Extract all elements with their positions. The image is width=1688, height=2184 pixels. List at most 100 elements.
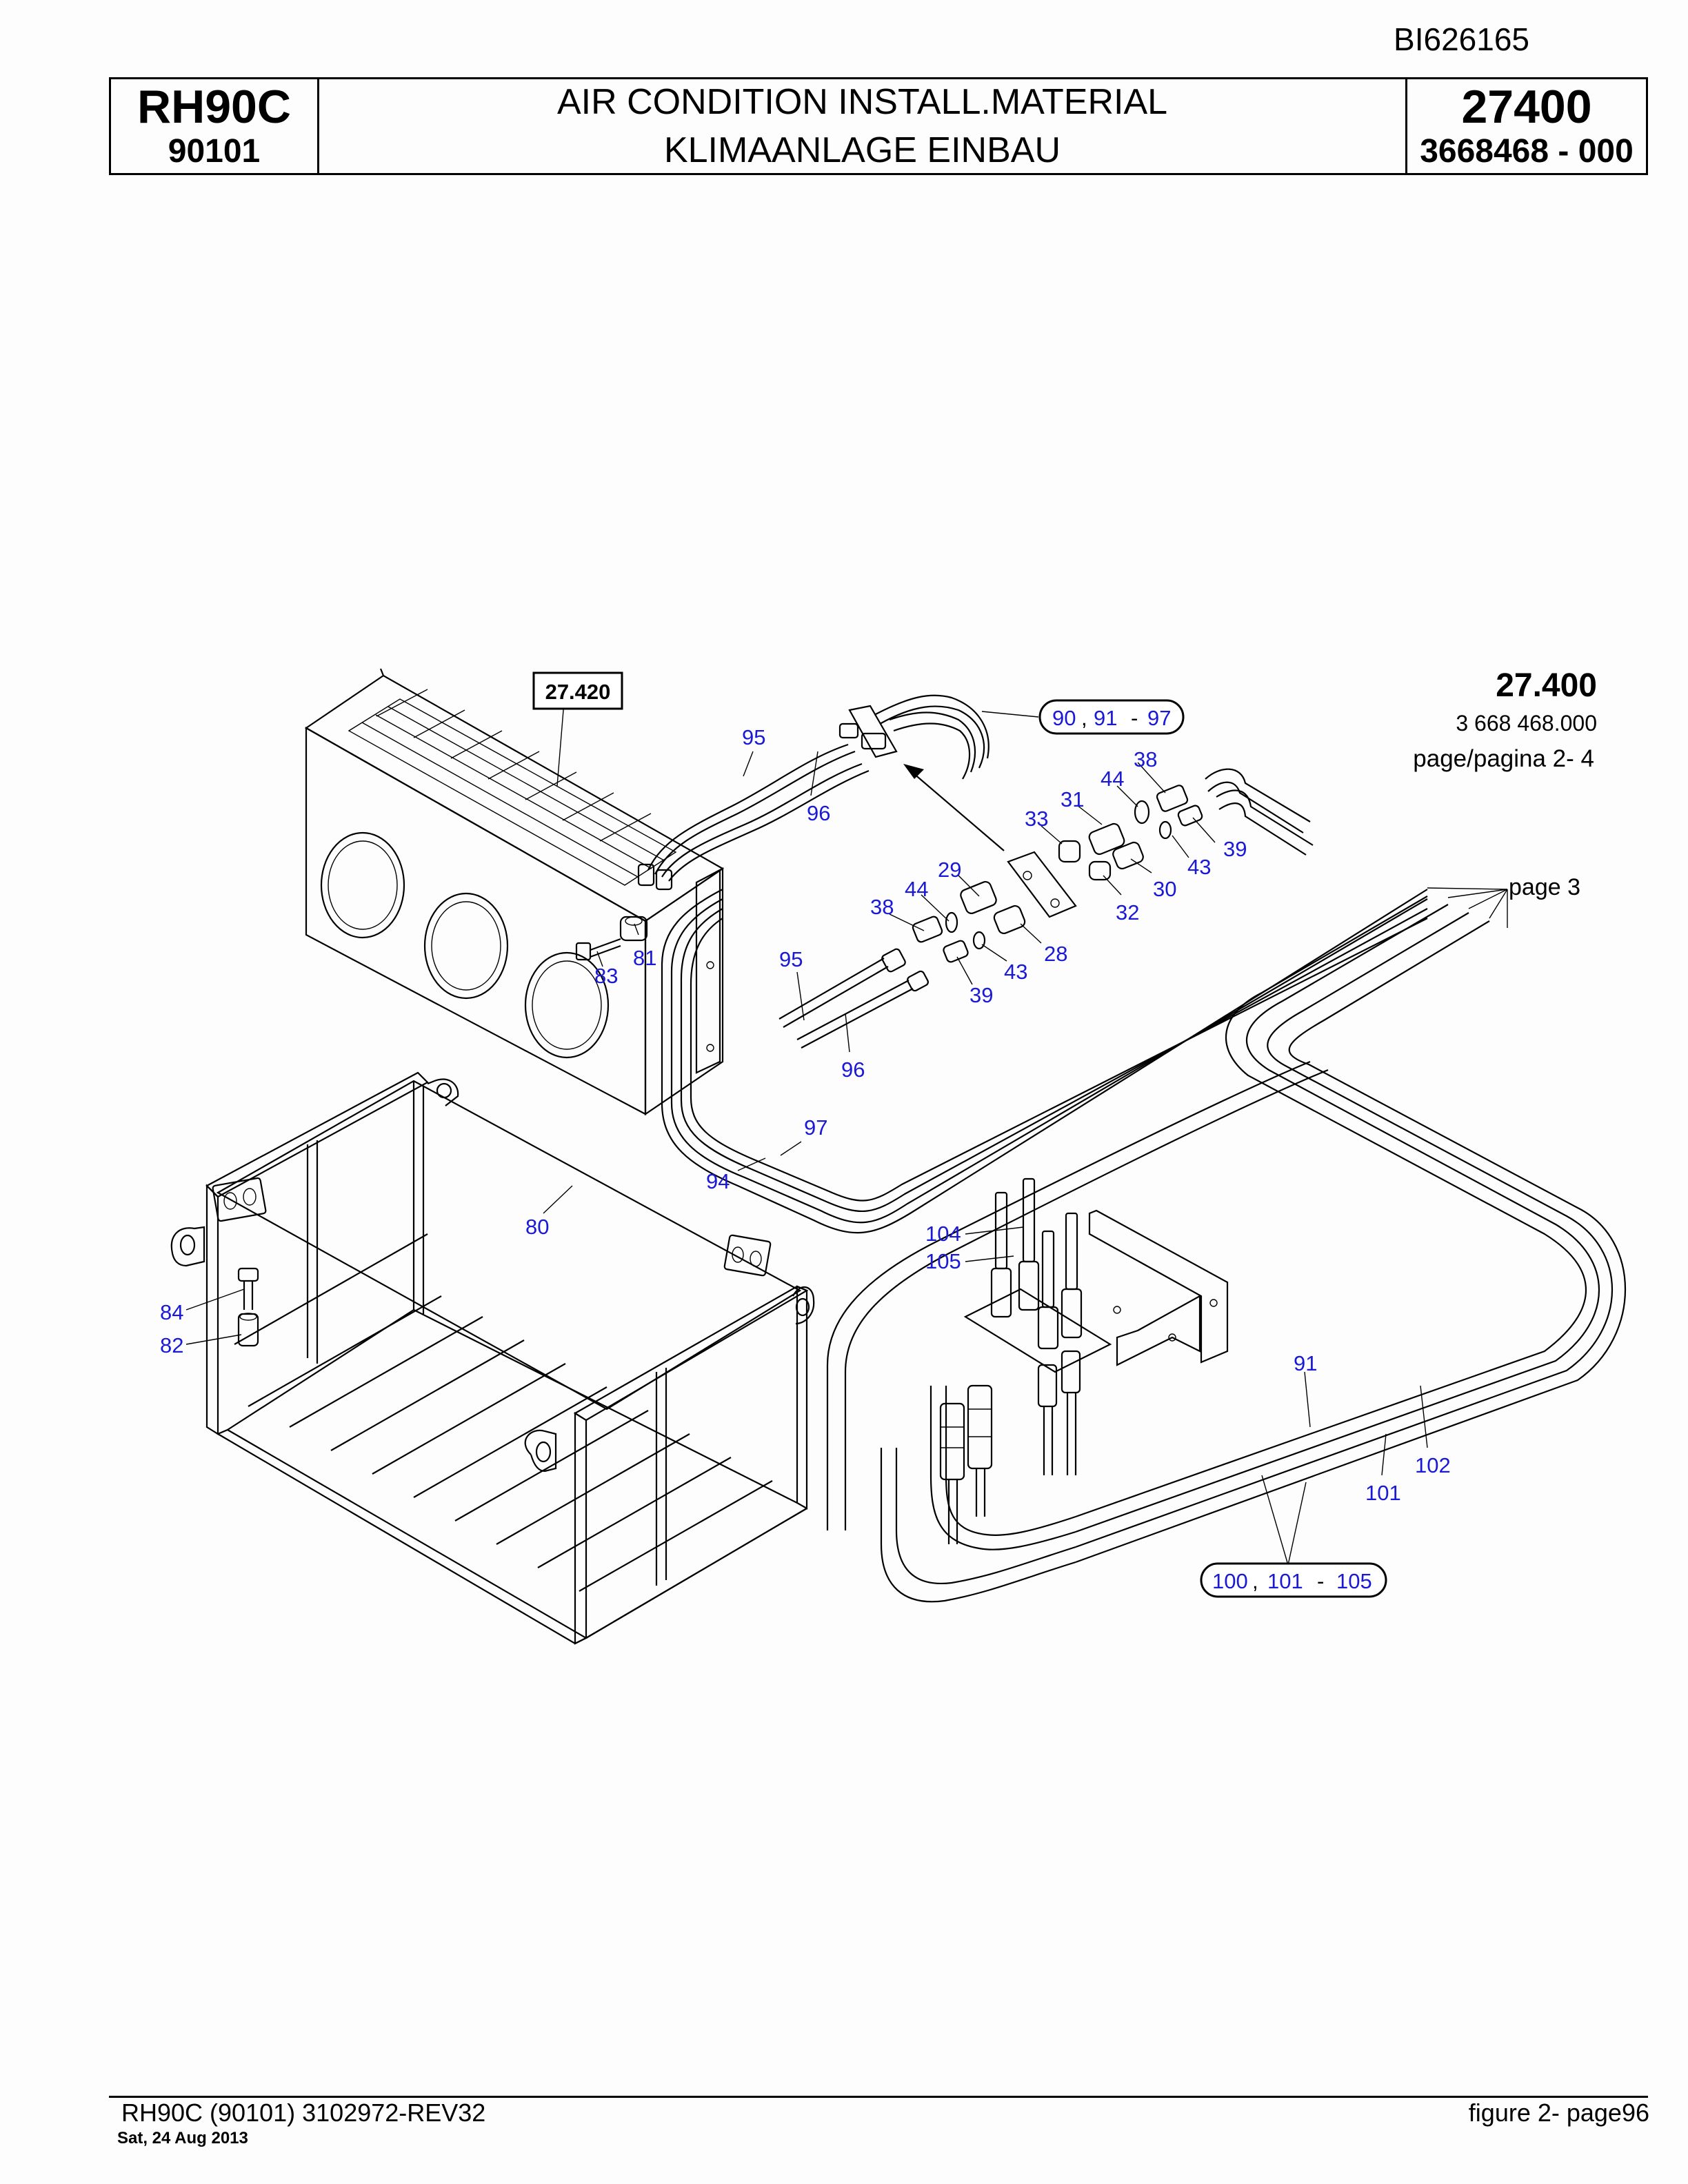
callout-83: 83 [594, 964, 618, 988]
ref-100-dash: - [1317, 1569, 1324, 1593]
bolt-83 [575, 938, 621, 961]
boxed-ref-100-105: 100 , 101 - 105 [1200, 1562, 1387, 1598]
footer-date: Sat, 24 Aug 2013 [117, 2129, 248, 2147]
callout-95-lower: 95 [779, 947, 803, 971]
page-3-label: page 3 [1509, 874, 1580, 900]
callout-32: 32 [1116, 900, 1139, 924]
nut-32 [1088, 860, 1112, 881]
fitting-39-lower [943, 940, 969, 963]
ref-27420-label: 27.420 [545, 680, 611, 704]
part-number: 3668468 - 000 [1420, 133, 1634, 170]
callout-81: 81 [633, 946, 656, 970]
oring-43-upper [1158, 820, 1172, 840]
boxed-ref-27420: 27.420 [532, 671, 623, 710]
direction-arrow [903, 764, 1005, 851]
ref-97: 97 [1147, 706, 1171, 730]
oring-44-lower [945, 911, 958, 933]
spacer-81 [619, 916, 648, 942]
callout-80: 80 [525, 1215, 549, 1239]
callout-44-upper: 44 [1101, 767, 1124, 791]
frame-80 [170, 1071, 815, 1645]
nut-30 [1112, 841, 1144, 870]
callout-39-upper: 39 [1223, 837, 1247, 861]
model-name: RH90C [137, 81, 291, 133]
oring-44-upper [1134, 800, 1150, 825]
document-id: BI626165 [1394, 21, 1529, 57]
reference-page: page/pagina 2- 4 [1413, 745, 1594, 772]
lifting-lug-left [170, 1226, 205, 1267]
title-cell: AIR CONDITION INSTALL.MATERIAL KLIMAANLA… [319, 79, 1407, 173]
callout-82: 82 [160, 1333, 183, 1357]
callout-91: 91 [1294, 1351, 1317, 1375]
lifting-lug-right [792, 1286, 815, 1325]
callout-43-upper: 43 [1187, 855, 1211, 879]
callout-104: 104 [925, 1222, 961, 1246]
serial-number: 90101 [168, 133, 261, 170]
callout-44-lower: 44 [905, 877, 928, 901]
fitting-38-lower [912, 916, 943, 943]
nut-28 [993, 904, 1026, 935]
lifting-lug-front [524, 1429, 557, 1473]
page-3-leader [1427, 887, 1508, 928]
reference-block: 27.400 3 668 468.000 page/pagina 2- 4 [1413, 667, 1597, 772]
main-hose-run [661, 889, 1626, 1603]
callout-96-upper: 96 [807, 801, 830, 825]
callout-97: 97 [804, 1115, 827, 1140]
bulkhead-plate-28 [1007, 851, 1077, 918]
hose-ends-95-96 [778, 948, 929, 1049]
condenser-grille [348, 689, 677, 886]
callout-105: 105 [925, 1249, 961, 1273]
callout-102: 102 [1415, 1453, 1451, 1477]
reference-part-number: 3 668 468.000 [1456, 711, 1597, 736]
nut-33 [1058, 840, 1081, 863]
title-english: AIR CONDITION INSTALL.MATERIAL [556, 82, 1168, 122]
footer-rule [109, 2096, 1648, 2098]
lifting-lug-top [427, 1078, 459, 1106]
oring-43-lower [972, 931, 986, 950]
callout-30: 30 [1153, 877, 1176, 901]
callout-29: 29 [938, 858, 961, 882]
condenser-unit [304, 668, 725, 1116]
bolt-84 [237, 1267, 259, 1310]
ref-101: 101 [1267, 1569, 1303, 1593]
callout-31: 31 [1061, 787, 1084, 811]
ref-90-dash: - [1131, 706, 1138, 730]
group-cell: 27400 3668468 - 000 [1407, 79, 1646, 173]
bulkhead-plate-upper [838, 705, 898, 758]
boxed-ref-90-97: 90 , 91 - 97 [1038, 699, 1185, 735]
callout-numbers: 95 96 38 44 31 33 39 43 30 32 29 44 38 2… [160, 725, 1451, 1505]
group-number: 27400 [1461, 81, 1592, 133]
fan-grille-2 [423, 892, 509, 1000]
union-29 [960, 881, 997, 914]
title-block: RH90C 90101 AIR CONDITION INSTALL.MATERI… [109, 77, 1648, 175]
callout-101: 101 [1365, 1481, 1401, 1505]
ear-plates [212, 1177, 772, 1277]
ref-100: 100 [1212, 1569, 1248, 1593]
hose-95-96-upper [637, 743, 870, 891]
ref-100-comma: , [1252, 1569, 1258, 1593]
callout-84: 84 [160, 1300, 183, 1324]
callout-39-lower: 39 [969, 983, 993, 1007]
model-cell: RH90C 90101 [111, 79, 319, 173]
leader-lines [185, 701, 1428, 1566]
fitting-38-upper [1156, 785, 1189, 812]
fan-grille-3 [524, 951, 610, 1059]
fitting-39-upper [1177, 805, 1203, 827]
callout-96-lower: 96 [841, 1058, 865, 1082]
callout-43-lower: 43 [1004, 960, 1027, 984]
lines-90-97-upper [875, 694, 989, 780]
fitting-cluster [912, 768, 1314, 963]
spacer-82 [237, 1313, 259, 1347]
title-german: KLIMAANLAGE EINBAU [663, 130, 1061, 170]
fan-grille-1 [320, 831, 405, 939]
ref-90: 90 [1052, 706, 1076, 730]
callout-33: 33 [1025, 807, 1048, 831]
footer-page-ref: figure 2- page96 [1468, 2099, 1649, 2127]
mounting-bracket-lower [963, 1209, 1229, 1373]
callout-38-upper: 38 [1134, 747, 1157, 771]
reference-number: 27.400 [1496, 667, 1597, 704]
vertical-pipes-104-105 [990, 1177, 1083, 1475]
callout-94: 94 [706, 1169, 730, 1193]
ref-90-comma: , [1081, 706, 1087, 730]
